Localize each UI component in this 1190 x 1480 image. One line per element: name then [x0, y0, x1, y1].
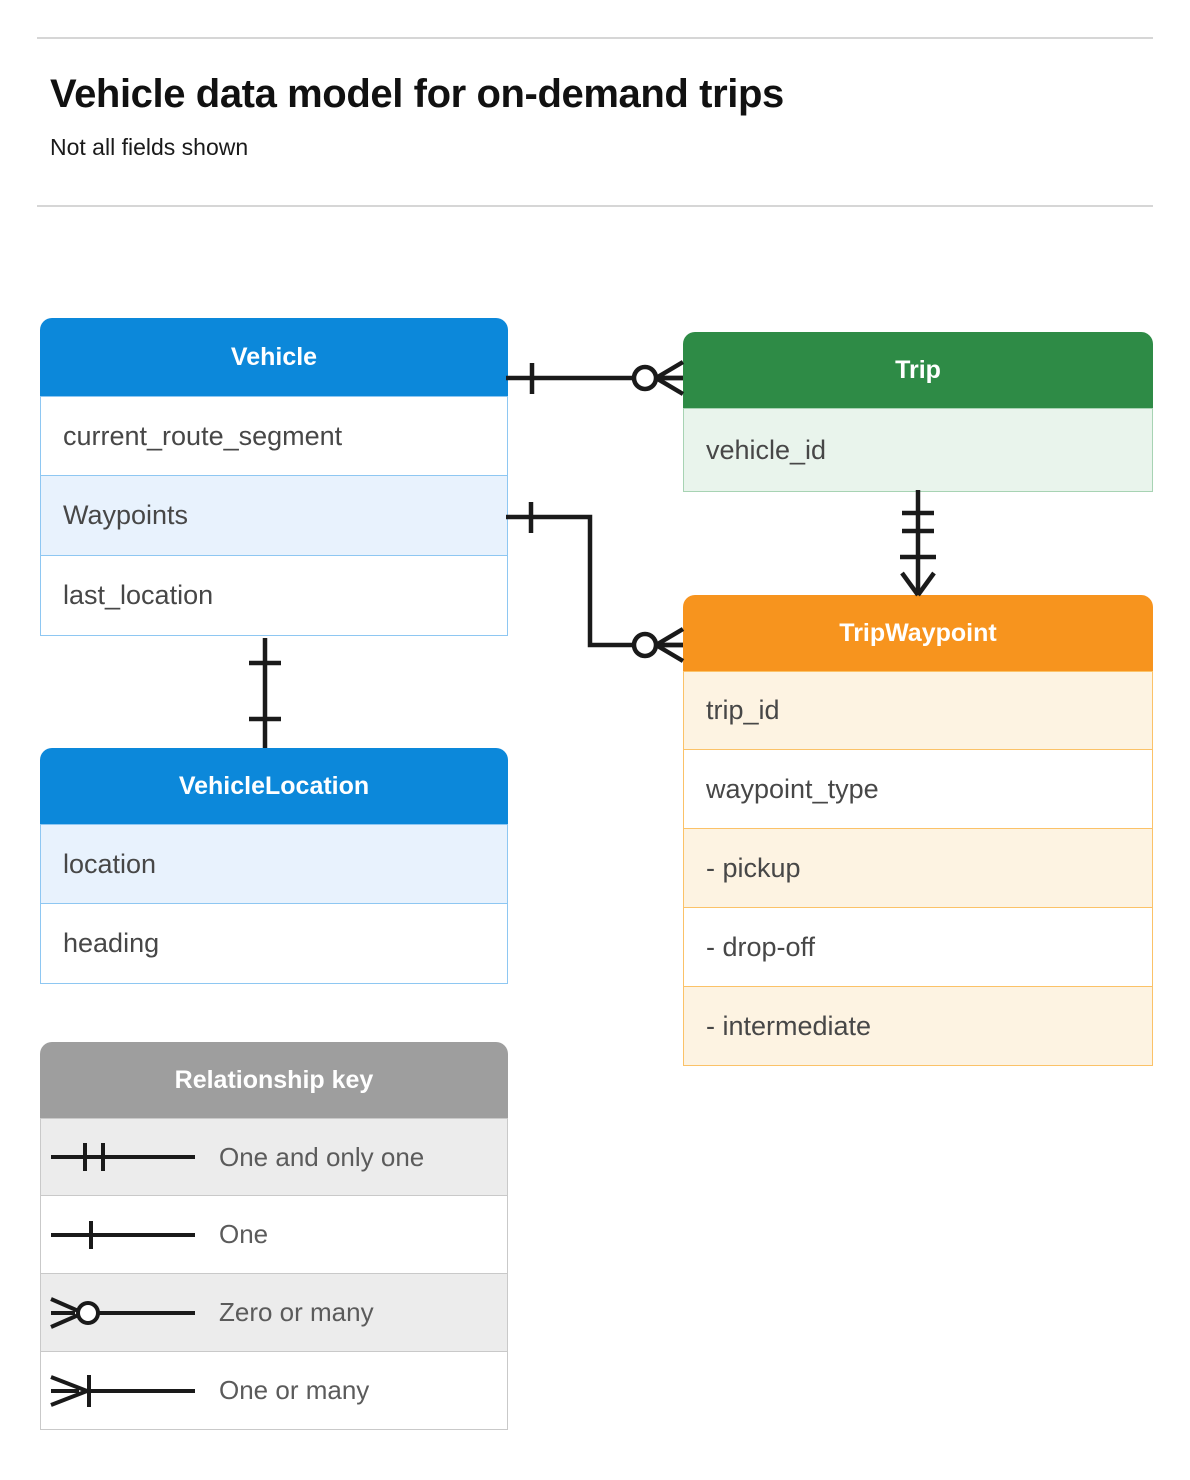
one-or-many-icon	[41, 1371, 219, 1411]
entity-trip[interactable]: Trip vehicle_id	[683, 332, 1153, 492]
entity-vehiclelocation-field-location[interactable]: location	[40, 824, 508, 904]
connector-vehicle-trip	[506, 360, 685, 396]
page-subtitle: Not all fields shown	[50, 134, 249, 160]
entity-vehicle-field-waypoints[interactable]: Waypoints	[40, 476, 508, 556]
entity-tripwaypoint-field-waypoint_type[interactable]: waypoint_type	[683, 750, 1153, 829]
entity-tripwaypoint-title: TripWaypoint	[683, 595, 1153, 671]
header-divider-top	[37, 37, 1153, 39]
header-divider-bottom	[37, 205, 1153, 207]
connector-vehicle-vehiclelocation	[249, 638, 281, 748]
entity-tripwaypoint-field-pickup[interactable]: - pickup	[683, 829, 1153, 908]
one-icon	[41, 1215, 219, 1255]
entity-vehicle-title: Vehicle	[40, 318, 508, 396]
page-title: Vehicle data model for on-demand trips	[50, 72, 784, 116]
entity-tripwaypoint-field-trip_id[interactable]: trip_id	[683, 671, 1153, 750]
legend-relationship-key: Relationship key One and only one One	[40, 1042, 508, 1430]
connector-trip-tripwaypoint	[900, 490, 936, 597]
connector-waypoints-tripwaypoint	[506, 502, 685, 663]
legend-item-label: One	[219, 1219, 269, 1249]
entity-vehicle-field-current_route_segment[interactable]: current_route_segment	[40, 396, 508, 476]
legend-item-label: Zero or many	[219, 1297, 374, 1327]
entity-tripwaypoint-field-dropoff[interactable]: - drop-off	[683, 908, 1153, 987]
entity-vehicle[interactable]: Vehicle current_route_segment Waypoints …	[40, 318, 508, 636]
zero-or-many-icon	[41, 1293, 219, 1333]
entity-vehiclelocation-title: VehicleLocation	[40, 748, 508, 824]
entity-tripwaypoint-field-intermediate[interactable]: - intermediate	[683, 987, 1153, 1066]
legend-item-label: One or many	[219, 1375, 370, 1405]
entity-vehicle-field-last_location[interactable]: last_location	[40, 556, 508, 636]
entity-vehiclelocation[interactable]: VehicleLocation location heading	[40, 748, 508, 984]
entity-vehiclelocation-field-heading[interactable]: heading	[40, 904, 508, 984]
legend-item-label: One and only one	[219, 1141, 425, 1172]
legend-item-one: One	[40, 1196, 508, 1274]
one-and-only-one-icon	[41, 1137, 219, 1177]
entity-trip-title: Trip	[683, 332, 1153, 408]
entity-tripwaypoint[interactable]: TripWaypoint trip_id waypoint_type - pic…	[683, 595, 1153, 1066]
legend-item-zero-or-many: Zero or many	[40, 1274, 508, 1352]
legend-title: Relationship key	[40, 1042, 508, 1118]
legend-item-one-and-only-one: One and only one	[40, 1118, 508, 1196]
legend-item-one-or-many: One or many	[40, 1352, 508, 1430]
entity-trip-field-vehicle_id[interactable]: vehicle_id	[683, 408, 1153, 492]
